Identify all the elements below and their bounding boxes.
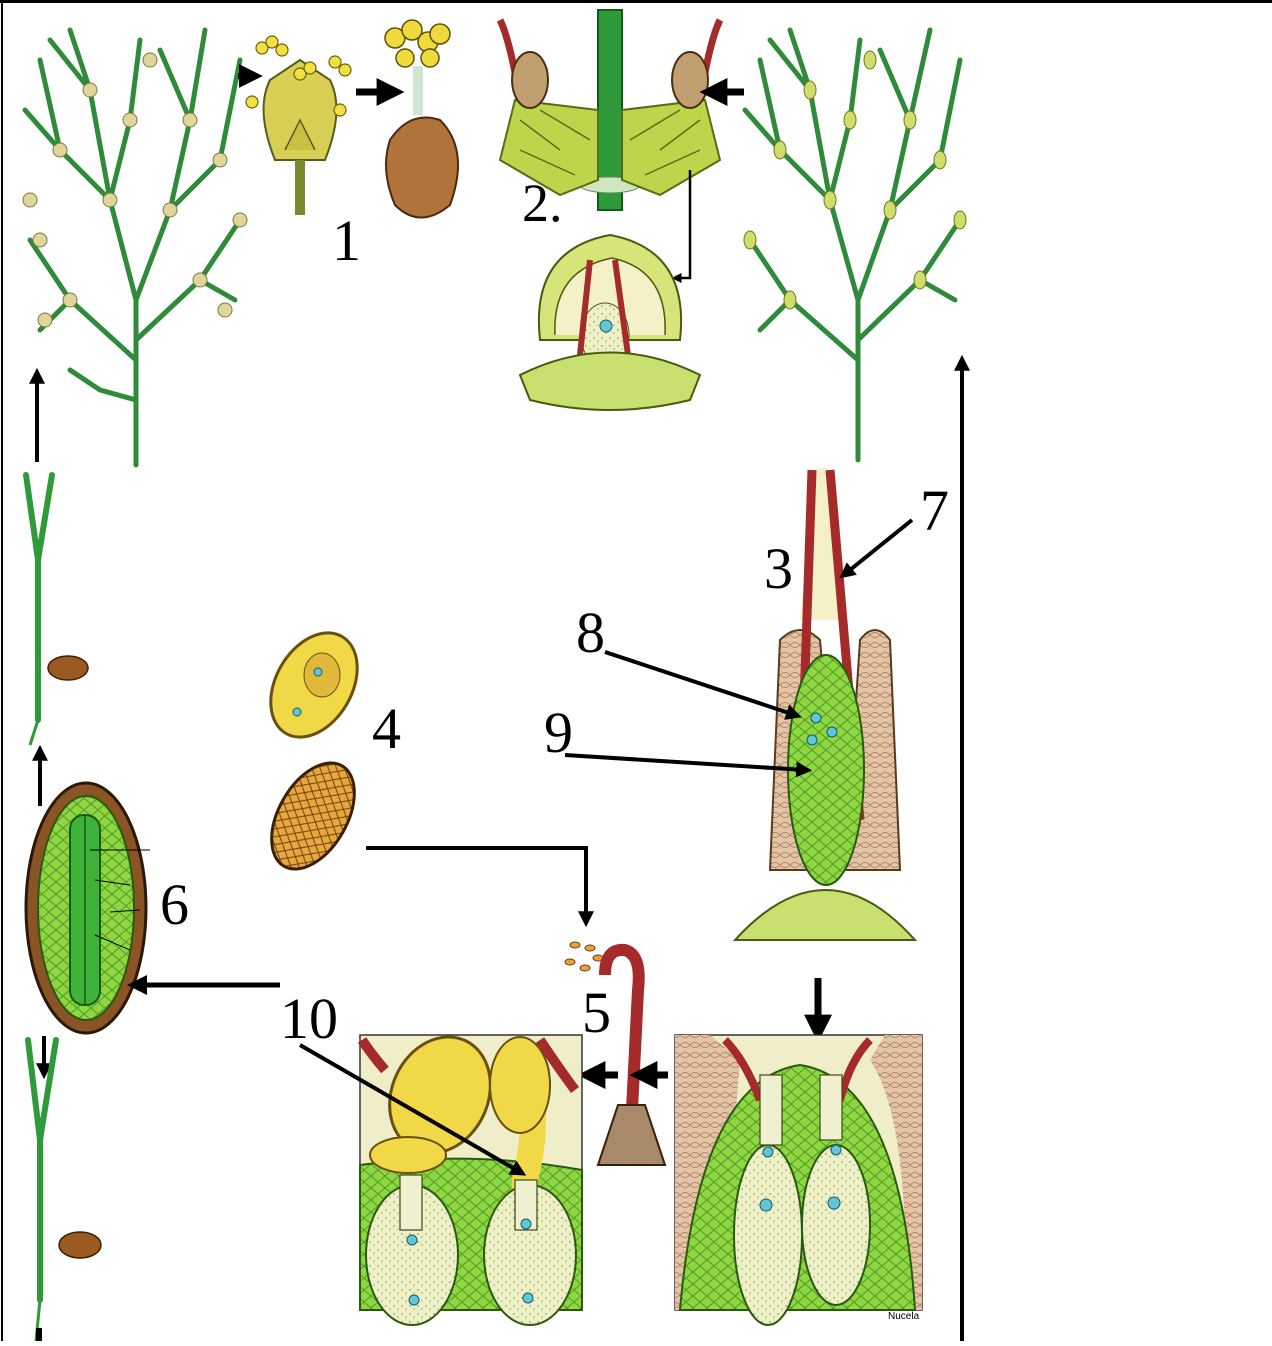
- nucellus-detail-panel: [675, 1035, 922, 1325]
- stage-label-5: 5: [582, 984, 611, 1042]
- seed-section-illustration: [26, 783, 150, 1033]
- pollen-grain-illustration: [253, 618, 375, 884]
- female-plant-illustration: [745, 30, 960, 460]
- pointer-9: [565, 755, 805, 770]
- arrow-pollen-to-micropyle: [366, 848, 586, 920]
- arrow-to-ovule-section: [676, 170, 690, 278]
- seedling-upper: [26, 475, 88, 745]
- stage-label-9: 9: [544, 704, 573, 762]
- stage-label-2: 2.: [522, 176, 563, 230]
- ovule-longitudinal-section-small: [520, 235, 700, 410]
- stage-label-4: 4: [372, 700, 401, 758]
- nucellus-label: Nucela: [888, 1311, 919, 1322]
- microsporangiophore-illustration: [385, 20, 458, 218]
- stage-label-1: 1: [332, 212, 361, 270]
- stage-label-3: 3: [764, 540, 793, 598]
- stage-label-8: 8: [576, 604, 605, 662]
- pointer-7: [845, 520, 912, 574]
- male-plant-illustration: [25, 30, 240, 465]
- frame-top: [0, 0, 1272, 3]
- pointer-8: [605, 652, 795, 715]
- frame-left: [1, 0, 3, 1341]
- fertilization-detail-panel: [360, 1020, 582, 1325]
- stage-label-6: 6: [160, 876, 189, 934]
- seedling-lower: [28, 1040, 101, 1341]
- stage-label-7: 7: [920, 482, 949, 540]
- staminate-cone-illustration: [246, 36, 351, 215]
- stage-label-10: 10: [280, 990, 338, 1048]
